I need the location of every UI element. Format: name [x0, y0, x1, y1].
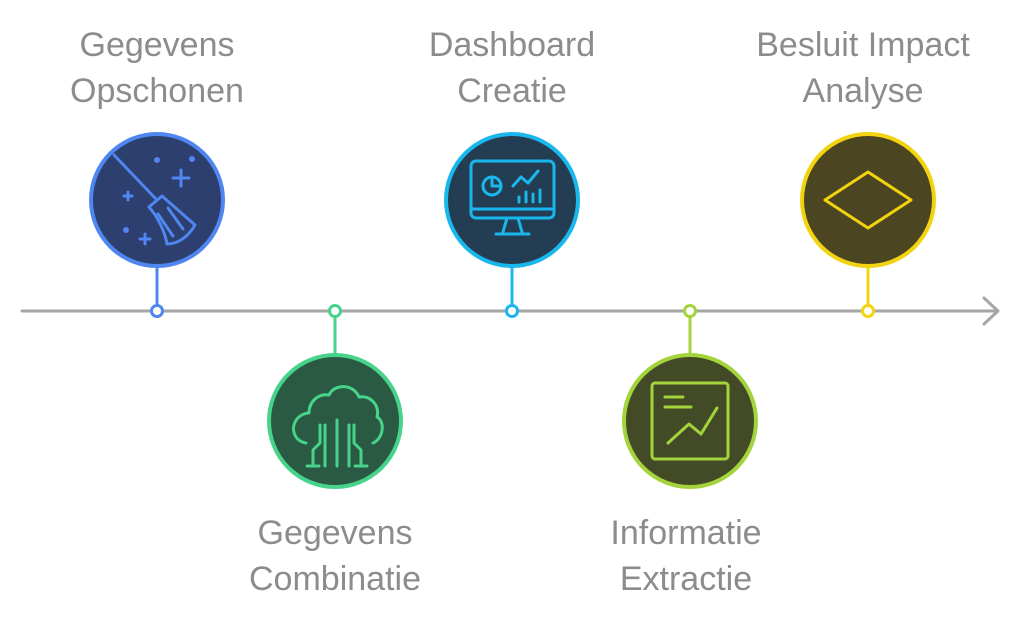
- step-gegevens-combinatie: [267, 304, 403, 489]
- label-line: Creatie: [457, 72, 567, 110]
- step-dashboard-creatie: [444, 132, 580, 318]
- step-gegevens-opschonen: [89, 132, 225, 318]
- step-circle: [622, 353, 758, 489]
- step-node: [150, 304, 164, 318]
- label-line: Gegevens: [257, 514, 413, 552]
- step-circle: [444, 132, 580, 268]
- label-line: Gegevens: [79, 26, 235, 64]
- label-line: Dashboard: [428, 26, 596, 64]
- timeline-arrowhead: [982, 296, 1000, 326]
- label-line: Analyse: [802, 72, 924, 110]
- step-label-informatie-extractie: Informatie Extractie: [566, 510, 806, 602]
- cloud-circuit-icon: [292, 385, 384, 468]
- step-circle: [267, 353, 403, 489]
- label-line: Besluit Impact: [756, 26, 970, 64]
- label-line: Combinatie: [249, 560, 421, 598]
- diamond-icon: [823, 170, 913, 230]
- step-label-dashboard-creatie: Dashboard Creatie: [392, 22, 632, 114]
- label-line: Opschonen: [70, 72, 244, 110]
- dashboard-monitor-icon: [469, 159, 556, 236]
- step-besluit-impact-analyse: [800, 132, 936, 318]
- step-node: [861, 304, 875, 318]
- broom-sparkle-icon: [112, 153, 197, 246]
- step-circle: [800, 132, 936, 268]
- step-node: [328, 304, 342, 318]
- trend-chart-icon: [650, 381, 730, 461]
- label-line: Informatie: [610, 514, 762, 552]
- step-node: [683, 304, 697, 318]
- step-informatie-extractie: [622, 304, 758, 489]
- step-label-gegevens-opschonen: Gegevens Opschonen: [37, 22, 277, 114]
- step-label-besluit-impact-analyse: Besluit Impact Analyse: [743, 22, 983, 114]
- step-node: [505, 304, 519, 318]
- step-label-gegevens-combinatie: Gegevens Combinatie: [215, 510, 455, 602]
- label-line: Extractie: [619, 560, 753, 598]
